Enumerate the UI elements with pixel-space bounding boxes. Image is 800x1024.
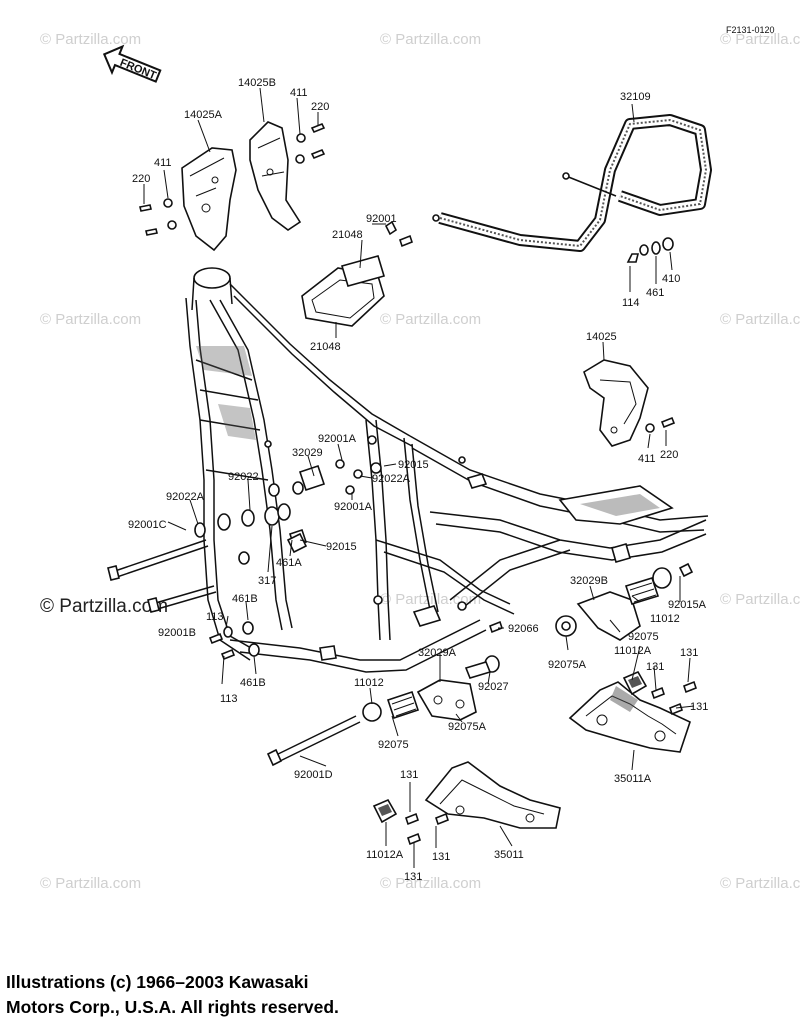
front-arrow-icon: FRONT (102, 44, 162, 83)
part-label: 92001A (334, 501, 373, 513)
copyright-line: Motors Corp., U.S.A. All rights reserved… (6, 997, 339, 1017)
part-label: 317 (258, 575, 276, 587)
part-label: 411 (638, 453, 656, 465)
part-label: 32029 (292, 447, 323, 459)
copyright-notice: Illustrations (c) 1966–2003 Kawasaki Mot… (6, 970, 476, 1020)
part-label: 113 (206, 611, 224, 623)
part-label: 92001 (366, 213, 397, 225)
long-bolt-92001C (107, 539, 209, 581)
long-bolt-92001D (266, 715, 361, 767)
bracket-plate-21048 (301, 255, 386, 327)
part-label: 131 (646, 661, 664, 673)
part-label: 113 (220, 693, 238, 705)
part-label: 131 (432, 851, 450, 863)
main-frame (185, 267, 709, 673)
watermark-text: © Partzilla.com (380, 31, 481, 48)
rail-fasteners (626, 237, 674, 263)
part-label: 21048 (310, 341, 341, 353)
bolts-cover (139, 122, 326, 236)
part-label: 131 (690, 701, 708, 713)
footrest-bracket-35011 (424, 761, 561, 829)
part-label: 92015 (326, 541, 357, 553)
part-label: 92001A (318, 433, 357, 445)
part-label: 14025 (586, 331, 617, 343)
part-label: 14025A (184, 109, 223, 121)
part-label: 92075A (548, 659, 587, 671)
part-label: 32029A (418, 647, 457, 659)
watermark-text: © Partzilla.com (720, 31, 800, 48)
watermark-text: © Partzilla.com (720, 591, 800, 608)
part-labels: 14025A 14025B 411 220 411 220 32109 9200… (128, 77, 708, 883)
part-label: 461B (240, 677, 266, 689)
rear-cover-fasteners (645, 416, 676, 433)
part-label: 220 (311, 101, 329, 113)
part-label: 410 (662, 273, 680, 285)
part-label: 92075 (628, 631, 659, 643)
side-cover-left (181, 147, 237, 252)
part-label: 92075A (448, 721, 487, 733)
part-label: 92027 (478, 681, 509, 693)
part-label: 461 (646, 287, 664, 299)
watermark-text-dark: © Partzilla.com (40, 596, 168, 617)
bolts-21048 (384, 220, 413, 248)
diagram-code: F2131-0120 (726, 25, 775, 35)
part-label: 92001D (294, 769, 333, 781)
part-label: 411 (290, 87, 308, 99)
part-label: 11012A (366, 849, 404, 861)
part-label: 131 (400, 769, 418, 781)
part-label: 92022A (166, 491, 205, 503)
watermark-text: © Partzilla.com (40, 875, 141, 892)
part-label: 220 (660, 449, 678, 461)
part-label: 11012 (650, 613, 680, 625)
part-label: 14025B (238, 77, 276, 89)
part-label: 461A (276, 557, 302, 569)
part-label: 21048 (332, 229, 363, 241)
leader-lines (143, 87, 695, 868)
footpeg-assembly-right (489, 562, 694, 641)
long-bolt-92001B (147, 585, 217, 613)
footrest-fasteners-left (372, 798, 449, 846)
part-label: 92015 (398, 459, 429, 471)
watermark-text: © Partzilla.com (380, 875, 481, 892)
part-label: 11012A (614, 645, 652, 657)
part-label: 92001C (128, 519, 167, 531)
part-label: 92015A (668, 599, 707, 611)
part-label: 92022A (372, 473, 411, 485)
part-label: 35011A (614, 773, 652, 785)
watermark-layer: © Partzilla.com © Partzilla.com © Partzi… (40, 31, 800, 892)
part-label: 32109 (620, 91, 651, 103)
part-label: 114 (622, 297, 640, 309)
part-label: 92066 (508, 623, 539, 635)
part-label: 92001B (158, 627, 196, 639)
rear-side-cover (583, 359, 649, 447)
part-label: 35011 (494, 849, 524, 861)
watermark-text: © Partzilla.com (40, 31, 141, 48)
watermark-text: © Partzilla.com (380, 311, 481, 328)
part-label: 461B (232, 593, 258, 605)
watermark-text: © Partzilla.com (720, 311, 800, 328)
footrest-bracket-35011A (568, 681, 691, 753)
copyright-line: Illustrations (c) 1966–2003 Kawasaki (6, 972, 309, 992)
part-label: 32029B (570, 575, 608, 587)
side-cover-right (249, 121, 302, 231)
part-label: 131 (404, 871, 422, 883)
part-label: 220 (132, 173, 150, 185)
part-label: 92075 (378, 739, 409, 751)
part-label: 131 (680, 647, 698, 659)
engine-mount-hardware (194, 459, 382, 661)
footpeg-bracket-left (362, 655, 500, 722)
watermark-text: © Partzilla.com (40, 311, 141, 328)
part-label: 11012 (354, 677, 384, 689)
part-label: 92022 (228, 471, 259, 483)
watermark-text: © Partzilla.com (720, 875, 800, 892)
part-label: 411 (154, 157, 172, 169)
grab-rail (432, 114, 712, 252)
